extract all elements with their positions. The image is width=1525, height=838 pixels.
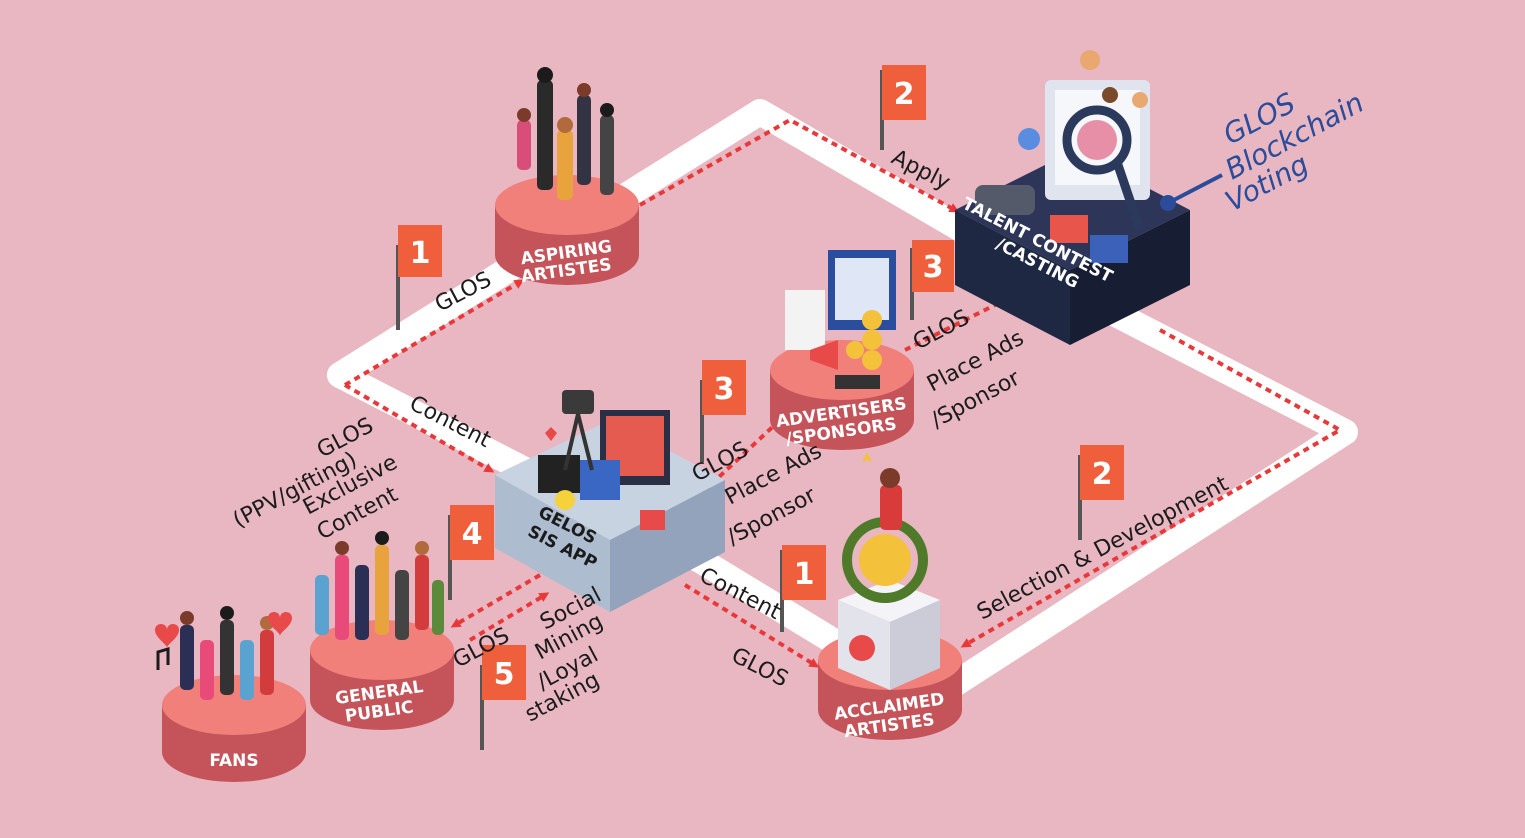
flag-4: 4 bbox=[448, 505, 494, 600]
flags: 1 2 3 3 4 5 1 bbox=[396, 65, 1124, 750]
svg-text:1: 1 bbox=[794, 557, 815, 592]
node-aspiring-artistes: ASPIRING ARTISTES bbox=[495, 67, 639, 287]
node-general-public: GENERAL PUBLIC bbox=[310, 531, 454, 730]
svg-text:5: 5 bbox=[494, 657, 515, 692]
fans-crowd-icon bbox=[155, 606, 292, 700]
flag-2-top: 2 bbox=[880, 65, 926, 150]
flag-1-bottom: 1 bbox=[780, 545, 826, 632]
svg-text:1: 1 bbox=[410, 236, 431, 271]
arrow-glos-to-aspiring bbox=[343, 279, 525, 387]
label-fans: FANS bbox=[209, 751, 258, 771]
svg-text:2: 2 bbox=[1092, 457, 1113, 492]
node-talent-contest: TALENT CONTEST /CASTING bbox=[955, 50, 1190, 345]
trophy-icon bbox=[838, 452, 940, 690]
heart-icon bbox=[155, 624, 179, 648]
arrow-app-to-public bbox=[450, 573, 542, 628]
arrow-apply-to-talent bbox=[639, 117, 960, 213]
flow-arrows bbox=[343, 117, 1345, 668]
node-acclaimed-artistes: ACCLAIMED ARTISTES bbox=[818, 452, 962, 742]
svg-text:3: 3 bbox=[923, 250, 944, 285]
advertising-icon bbox=[785, 250, 896, 389]
svg-text:2: 2 bbox=[894, 77, 915, 112]
monitor-search-icon bbox=[975, 50, 1150, 263]
flag-2-right: 2 bbox=[1078, 445, 1124, 540]
svg-text:3: 3 bbox=[714, 372, 735, 407]
music-note-icon bbox=[156, 646, 170, 670]
arrow-app-to-acclaimed bbox=[683, 583, 820, 668]
flag-1-left: 1 bbox=[396, 225, 442, 330]
node-fans: FANS bbox=[155, 606, 306, 782]
flag-5: 5 bbox=[480, 645, 526, 750]
arrow-public-to-app bbox=[468, 592, 550, 642]
flag-3-mid: 3 bbox=[700, 360, 746, 462]
node-advertisers-sponsors: ADVERTISERS /SPONSORS bbox=[770, 250, 914, 450]
pin-icon bbox=[1160, 195, 1176, 211]
artists-group-icon bbox=[517, 67, 614, 200]
node-gelos-sis-app: GELOS SIS APP bbox=[495, 390, 725, 612]
arrow-talent-to-acclaimed bbox=[960, 328, 1345, 648]
svg-text:4: 4 bbox=[462, 517, 483, 552]
crowd-icon bbox=[315, 531, 444, 640]
media-creation-icon bbox=[538, 390, 670, 530]
flag-3-right: 3 bbox=[910, 240, 954, 320]
heart-icon bbox=[268, 612, 292, 636]
